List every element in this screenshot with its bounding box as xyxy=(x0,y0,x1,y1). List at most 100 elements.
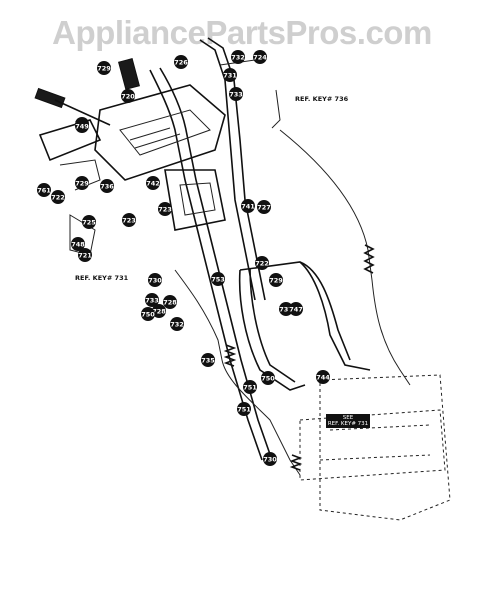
callout-circle xyxy=(211,272,225,286)
cables-springs xyxy=(174,59,411,476)
callout-number: 726 xyxy=(174,59,188,67)
lower-handle-assembly xyxy=(238,261,371,391)
callout-number: 761 xyxy=(37,187,51,195)
callout-733: 733 xyxy=(145,293,159,307)
callout-circle xyxy=(229,87,243,101)
callout-732: 732 xyxy=(231,50,245,64)
callout-number: 737 xyxy=(279,306,293,314)
callout-731: 731 xyxy=(223,68,237,82)
callout-circle xyxy=(279,302,293,316)
callout-number: 744 xyxy=(316,374,330,382)
callout-725: 725 xyxy=(82,215,96,229)
callout-circle xyxy=(122,213,136,227)
callout-number: 729 xyxy=(97,65,111,73)
callout-circle xyxy=(78,248,92,262)
callout-circle xyxy=(82,215,96,229)
callout-728: 728 xyxy=(163,295,177,309)
callout-number: 731 xyxy=(223,72,237,80)
callout-723: 723 xyxy=(122,213,136,227)
callout-number: 753 xyxy=(211,276,225,284)
engine-housing xyxy=(299,374,451,521)
callout-circle xyxy=(255,256,269,270)
callout-753: 753 xyxy=(211,272,225,286)
callout-730: 730 xyxy=(263,452,277,466)
callout-number: 750 xyxy=(261,375,275,383)
callout-750: 750 xyxy=(261,371,275,385)
callout-number: 722 xyxy=(51,194,65,202)
callout-number: 730 xyxy=(263,456,277,464)
callout-circle xyxy=(148,273,162,287)
callout-722: 722 xyxy=(51,190,65,204)
callout-number: 728 xyxy=(152,308,166,316)
callout-736: 736 xyxy=(100,179,114,193)
callout-circle xyxy=(97,61,111,75)
callout-circle xyxy=(75,176,89,190)
callout-circle xyxy=(201,353,215,367)
callout-number: 730 xyxy=(148,277,162,285)
callout-722: 722 xyxy=(255,256,269,270)
callout-circle xyxy=(170,317,184,331)
callout-724: 724 xyxy=(253,50,267,64)
callout-726: 726 xyxy=(174,55,188,69)
callout-circle xyxy=(158,202,172,216)
callout-720: 720 xyxy=(121,89,135,103)
callout-741: 741 xyxy=(241,199,255,213)
callout-circle xyxy=(257,200,271,214)
callout-circle xyxy=(121,89,135,103)
callout-number: 724 xyxy=(253,54,267,62)
callout-number: 750 xyxy=(141,311,155,319)
callout-number: 748 xyxy=(71,241,85,249)
box-label-line-2: REF. KEY# 731 xyxy=(328,421,368,427)
callout-730: 730 xyxy=(148,273,162,287)
callout-number: 723 xyxy=(122,217,136,225)
callout-number: 723 xyxy=(158,206,172,214)
callout-number: 741 xyxy=(241,203,255,211)
callout-number: 733 xyxy=(145,297,159,305)
callout-748: 748 xyxy=(71,237,85,251)
callout-number: 727 xyxy=(257,204,271,212)
callout-750: 750 xyxy=(141,307,155,321)
callout-751: 751 xyxy=(243,380,257,394)
callout-circle xyxy=(152,304,166,318)
callout-728: 728 xyxy=(152,304,166,318)
callout-729: 729 xyxy=(269,273,283,287)
callout-circle xyxy=(223,68,237,82)
callout-number: 735 xyxy=(201,357,215,365)
callout-number: 751 xyxy=(237,406,251,414)
callout-number: 751 xyxy=(243,384,257,392)
callout-number: 720 xyxy=(121,93,135,101)
reference-box: SEE REF. KEY# 731 xyxy=(326,414,370,428)
callout-number: 729 xyxy=(75,180,89,188)
callout-723: 723 xyxy=(158,202,172,216)
callout-circle xyxy=(253,50,267,64)
callout-747: 747 xyxy=(289,302,303,316)
callout-729: 729 xyxy=(75,176,89,190)
callout-circle xyxy=(71,237,85,251)
callout-742: 742 xyxy=(146,176,160,190)
callout-circle xyxy=(75,119,89,133)
callout-circle xyxy=(174,55,188,69)
callout-circle xyxy=(163,295,177,309)
callout-circle xyxy=(237,402,251,416)
callout-749: 749 xyxy=(75,119,89,133)
callout-circle xyxy=(141,307,155,321)
callout-number: 721 xyxy=(78,252,92,260)
callout-751: 751 xyxy=(237,402,251,416)
callout-number: 736 xyxy=(100,183,114,191)
callout-number: 749 xyxy=(75,123,89,131)
callout-circle xyxy=(231,50,245,64)
callout-number: 742 xyxy=(146,180,160,188)
callout-number: 732 xyxy=(231,54,245,62)
callout-737: 737 xyxy=(279,302,293,316)
callout-circle xyxy=(51,190,65,204)
callout-circle xyxy=(243,380,257,394)
callout-circle xyxy=(269,273,283,287)
callout-735: 735 xyxy=(201,353,215,367)
callout-circle xyxy=(263,452,277,466)
upper-handle-assembly xyxy=(149,37,273,461)
callout-circle xyxy=(241,199,255,213)
callout-761: 761 xyxy=(37,183,51,197)
callout-group: 7297267327247317337207217497617227297427… xyxy=(37,50,330,466)
callout-circle xyxy=(261,371,275,385)
